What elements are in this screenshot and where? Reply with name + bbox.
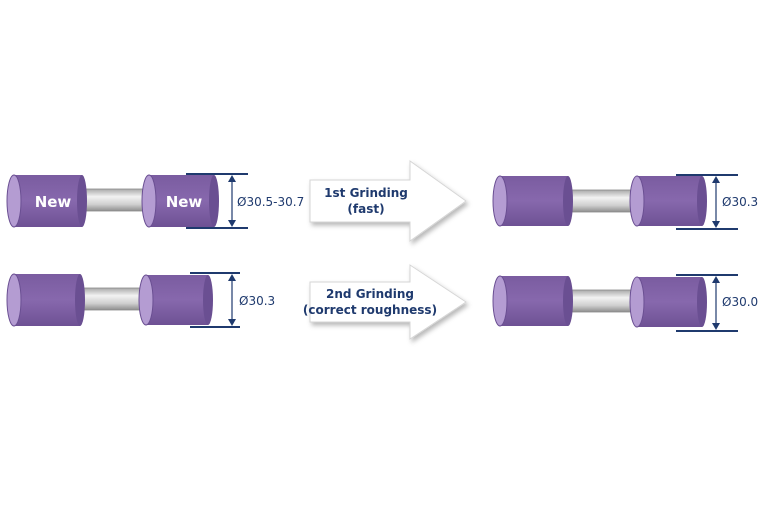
roller-right bbox=[141, 174, 219, 228]
dimension-label: Ø30.3 bbox=[239, 294, 275, 308]
roller-left bbox=[6, 174, 87, 228]
roller-right bbox=[138, 274, 213, 326]
step-subtitle: (fast) bbox=[347, 202, 384, 216]
process-arrow-2nd-grinding: 2nd Grinding (correct roughness) bbox=[303, 264, 467, 340]
dimension-label: Ø30.0 bbox=[722, 295, 758, 309]
step-title: 2nd Grinding bbox=[326, 287, 414, 301]
roller-assembly-new: New New bbox=[6, 174, 219, 228]
dimension-marker bbox=[676, 174, 738, 230]
dimension-label: Ø30.5-30.7 bbox=[237, 195, 304, 209]
dimension-label: Ø30.3 bbox=[722, 195, 758, 209]
step-subtitle: (correct roughness) bbox=[303, 303, 437, 317]
roller-left bbox=[6, 273, 85, 327]
process-arrow-1st-grinding: 1st Grinding (fast) bbox=[309, 160, 467, 242]
roller-assembly-before-2nd bbox=[6, 273, 213, 327]
dimension-marker bbox=[190, 272, 240, 328]
roller-left-label: New bbox=[35, 193, 72, 211]
roller-assembly-after-1st bbox=[492, 175, 707, 227]
roller-right-label: New bbox=[166, 193, 203, 211]
roller-left bbox=[492, 175, 573, 227]
dimension-marker bbox=[676, 274, 738, 332]
dimension-marker bbox=[186, 173, 248, 229]
roller-right bbox=[629, 276, 707, 328]
roller-assembly-after-2nd bbox=[492, 275, 707, 328]
roller-right bbox=[629, 175, 707, 227]
roller-left bbox=[492, 275, 573, 327]
step-title: 1st Grinding bbox=[324, 186, 408, 200]
